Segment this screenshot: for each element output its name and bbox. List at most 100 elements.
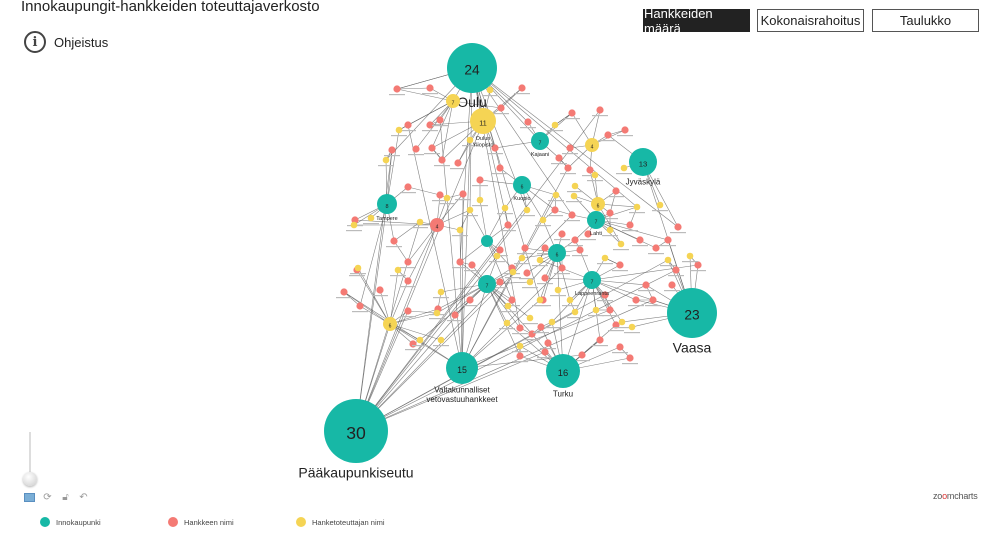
project-node[interactable] [626,221,634,229]
project-node[interactable] [393,85,401,93]
project-node[interactable] [612,321,620,329]
fullscreen-icon[interactable] [24,492,35,503]
implementer-node[interactable] [628,323,636,331]
implementer-node[interactable] [466,206,474,214]
city-node[interactable] [587,211,605,229]
project-node[interactable] [459,190,467,198]
implementer-node[interactable] [395,126,403,134]
city-node[interactable] [446,352,478,384]
view-button-project-count[interactable]: Hankkeiden määrä [643,6,750,36]
project-node[interactable] [356,302,364,310]
implementer-node[interactable] [416,218,424,226]
project-node[interactable] [578,351,586,359]
project-node[interactable] [524,118,532,126]
implementer-node[interactable] [433,309,441,317]
refresh-icon[interactable]: ⟳ [43,492,52,503]
project-node[interactable] [491,144,499,152]
implementer-node[interactable] [548,318,556,326]
project-node[interactable] [430,218,444,232]
project-node[interactable] [436,116,444,124]
project-node[interactable] [568,211,576,219]
implementer-node[interactable] [656,201,664,209]
project-node[interactable] [404,183,412,191]
project-node[interactable] [564,164,572,172]
project-node[interactable] [438,156,446,164]
project-node[interactable] [636,236,644,244]
project-node[interactable] [596,106,604,114]
undo-icon[interactable]: ↶ [79,492,88,503]
project-node[interactable] [541,348,549,356]
project-node[interactable] [616,343,624,351]
implementer-node[interactable] [591,171,599,179]
implementer-node[interactable] [501,204,509,212]
implementer-node[interactable] [470,108,496,134]
implementer-node[interactable] [504,302,512,310]
implementer-node[interactable] [516,342,524,350]
city-node[interactable] [447,43,497,93]
project-node[interactable] [404,277,412,285]
implementer-node[interactable] [618,318,626,326]
unlock-icon[interactable]: 🔓︎ [62,492,69,503]
implementer-node[interactable] [486,86,494,94]
legend-item-innokaupunki[interactable]: Innokaupunki [40,517,101,527]
implementer-node[interactable] [606,226,614,234]
implementer-node[interactable] [536,296,544,304]
implementer-node[interactable] [617,240,625,248]
implementer-node[interactable] [367,214,375,222]
project-node[interactable] [468,261,476,269]
implementer-node[interactable] [585,138,599,152]
project-node[interactable] [376,286,384,294]
project-node[interactable] [456,258,464,266]
project-node[interactable] [476,176,484,184]
implementer-node[interactable] [539,216,547,224]
project-node[interactable] [523,269,531,277]
implementer-node[interactable] [571,182,579,190]
city-node[interactable] [377,194,397,214]
city-node[interactable] [629,148,657,176]
implementer-node[interactable] [446,94,460,108]
project-node[interactable] [390,237,398,245]
project-node[interactable] [508,296,516,304]
help-button[interactable]: i Ohjeistus [24,31,108,53]
project-node[interactable] [521,244,529,252]
implementer-node[interactable] [571,308,579,316]
project-node[interactable] [454,159,462,167]
project-node[interactable] [426,84,434,92]
city-node[interactable] [583,271,601,289]
city-node[interactable] [481,235,493,247]
project-node[interactable] [537,323,545,331]
project-node[interactable] [674,223,682,231]
implementer-node[interactable] [509,268,517,276]
project-node[interactable] [404,121,412,129]
project-node[interactable] [428,144,436,152]
project-node[interactable] [404,258,412,266]
implementer-node[interactable] [551,121,559,129]
implementer-node[interactable] [526,314,534,322]
project-node[interactable] [649,296,657,304]
implementer-node[interactable] [664,256,672,264]
project-node[interactable] [632,296,640,304]
implementer-node[interactable] [350,221,358,229]
project-node[interactable] [601,291,609,299]
project-node[interactable] [571,236,579,244]
project-node[interactable] [558,230,566,238]
project-node[interactable] [451,311,459,319]
project-node[interactable] [621,126,629,134]
implementer-node[interactable] [466,136,474,144]
project-node[interactable] [551,206,559,214]
project-node[interactable] [504,221,512,229]
project-node[interactable] [528,330,536,338]
project-node[interactable] [404,307,412,315]
implementer-node[interactable] [526,278,534,286]
project-node[interactable] [576,246,584,254]
city-node[interactable] [478,275,496,293]
project-node[interactable] [626,354,634,362]
city-node[interactable] [324,399,388,463]
implementer-node[interactable] [591,197,605,211]
implementer-node[interactable] [554,286,562,294]
project-node[interactable] [694,261,702,269]
city-node[interactable] [531,132,549,150]
city-node[interactable] [546,354,580,388]
project-node[interactable] [606,209,614,217]
